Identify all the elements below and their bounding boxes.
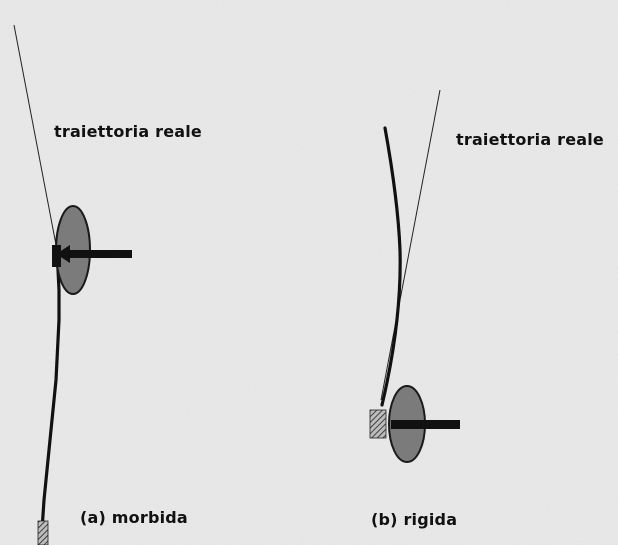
trajectory-label-a: traiettoria reale — [54, 122, 202, 141]
force-bar-a — [64, 250, 132, 258]
trajectory-label-b: traiettoria reale — [456, 130, 604, 149]
force-bar-b — [391, 420, 460, 429]
fletching-b — [370, 410, 386, 438]
caption-stiff: (b) rigida — [371, 510, 457, 529]
caption-soft: (a) morbida — [80, 508, 188, 527]
fletching-a — [38, 521, 48, 545]
